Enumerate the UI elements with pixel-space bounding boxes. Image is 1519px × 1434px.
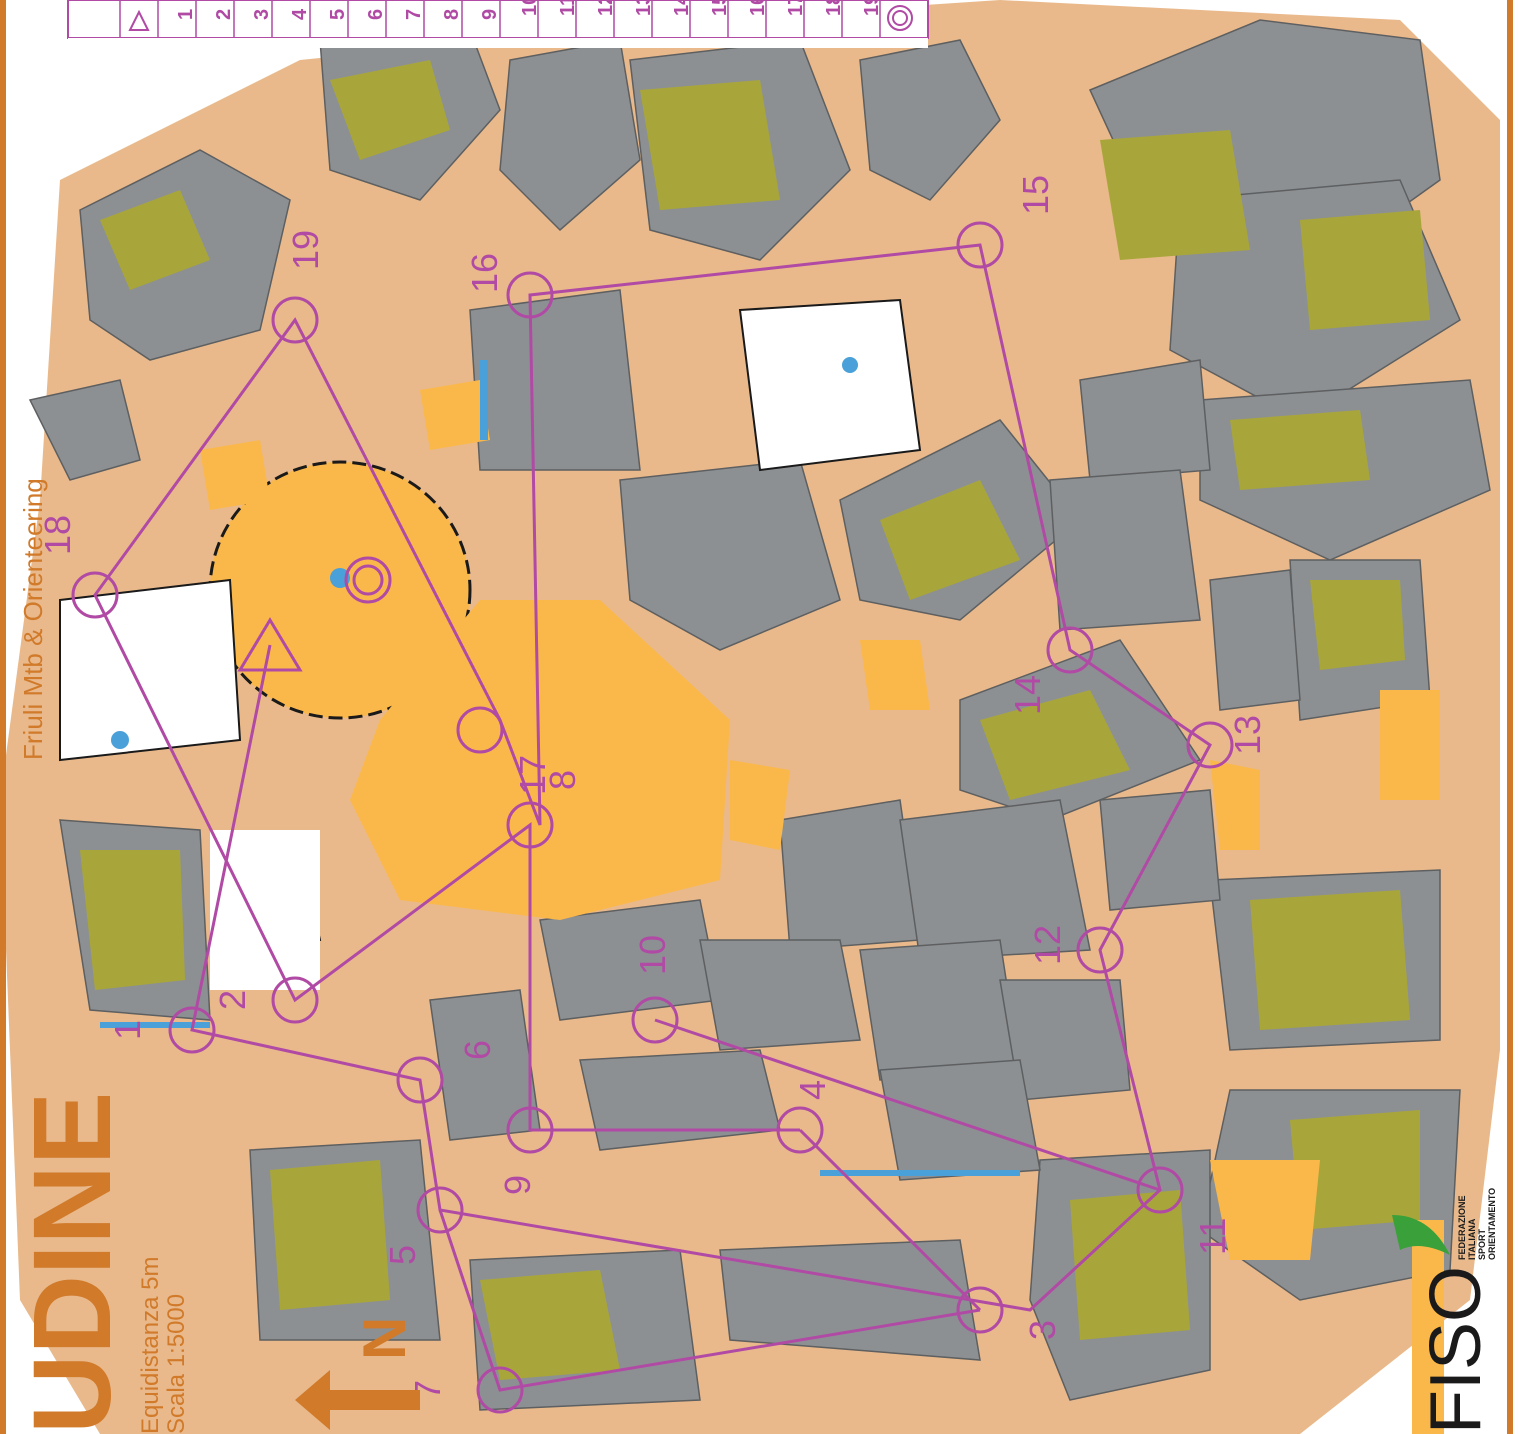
finish-inner: [352, 564, 384, 596]
table-row-11: 11: [557, 0, 579, 16]
control-label-16: 16: [464, 253, 505, 293]
control-label-9: 9: [497, 1175, 538, 1195]
table-row-17: 17: [785, 0, 807, 16]
control-1: [168, 1006, 216, 1054]
table-row-9: 9: [479, 9, 501, 20]
table-row-6: 6: [365, 9, 387, 20]
control-label-19: 19: [285, 230, 326, 270]
contour-interval: Equidistanza 5m: [137, 1257, 164, 1434]
table-finish-inner: [892, 10, 908, 26]
table-row-16: 16: [747, 0, 769, 16]
north-label: N: [351, 1317, 418, 1360]
control-label-15: 15: [1015, 175, 1056, 215]
control-7: [476, 1366, 524, 1414]
control-label-6: 6: [457, 1040, 498, 1060]
table-row-15: 15: [709, 0, 731, 16]
control-4: [776, 1106, 824, 1154]
control-18: [71, 571, 119, 619]
table-row-3: 3: [251, 9, 273, 20]
table-row-19: 19: [861, 0, 883, 16]
control-10: [631, 996, 679, 1044]
control-12: [1076, 926, 1124, 974]
control-label-1: 1: [107, 1020, 148, 1040]
map-scale: Scala 1:5000: [163, 1294, 190, 1434]
control-labels: 1 2 3 4 5 6 7 8 9 10 11 12 13 14 15 16 1…: [37, 175, 1268, 1400]
control-label-14: 14: [1007, 675, 1048, 715]
control-16: [506, 271, 554, 319]
finish-outer: [344, 556, 392, 604]
control-description-table: 1 2 3 4 5 6 7 8 9 10 11 12 13 14 15 16 1…: [67, 0, 929, 48]
map-frame-right: [1507, 0, 1513, 1434]
north-arrow-icon: [295, 1370, 420, 1430]
control-label-8: 8: [542, 770, 583, 790]
control-label-11: 11: [1192, 1218, 1233, 1255]
federation-line-1: FEDERAZIONE: [1457, 1195, 1467, 1260]
table-row-8: 8: [441, 9, 463, 20]
control-5: [416, 1186, 464, 1234]
fiso-logo: FISO FEDERAZIONE ITALIANA SPORT ORIENTAM…: [1392, 1188, 1497, 1434]
control-circles: [71, 221, 1234, 1414]
map-title: UDINE: [11, 1092, 134, 1434]
table-row-13: 13: [633, 0, 655, 16]
control-14: [1046, 626, 1094, 674]
control-label-4: 4: [792, 1080, 833, 1100]
table-row-2: 2: [213, 9, 235, 20]
private-gardens: [80, 60, 1430, 1380]
control-label-17: 17: [512, 755, 553, 795]
control-9: [506, 1106, 554, 1154]
control-3: [956, 1286, 1004, 1334]
table-row-12: 12: [595, 0, 617, 16]
control-label-10: 10: [632, 935, 673, 975]
table-row-10: 10: [519, 0, 541, 16]
control-label-2: 2: [212, 990, 253, 1010]
control-19: [271, 296, 319, 344]
control-11: [1136, 1166, 1184, 1214]
white-areas: [59, 298, 922, 990]
control-label-13: 13: [1227, 715, 1268, 755]
table-start-triangle: [128, 9, 150, 31]
logo-text: FISO: [1416, 1266, 1496, 1434]
control-label-12: 12: [1027, 925, 1068, 965]
control-label-3: 3: [1022, 1320, 1063, 1340]
control-label-5: 5: [382, 1245, 423, 1265]
table-row-4: 4: [289, 8, 311, 20]
fiso-swoosh-icon: [1392, 1215, 1450, 1255]
north-arrow: N: [295, 1317, 420, 1430]
federation-line-4: ORIENTAMENTO: [1487, 1188, 1497, 1260]
federation-line-2: ITALIANA: [1467, 1218, 1477, 1260]
map-frame-left: [0, 0, 6, 1434]
control-2: [271, 976, 319, 1024]
control-17: [456, 706, 504, 754]
course-lines: [93, 243, 1212, 1392]
table-row-18: 18: [823, 0, 845, 16]
club-name: Friuli Mtb & Orienteering: [18, 478, 48, 760]
control-6: [396, 1056, 444, 1104]
table-row-1: 1: [175, 9, 197, 20]
table-finish-outer: [887, 5, 913, 31]
table-row-7: 7: [403, 9, 425, 20]
start-triangle: [237, 617, 303, 672]
control-label-18: 18: [37, 515, 78, 555]
control-8: [506, 801, 554, 849]
federation-line-3: SPORT: [1477, 1228, 1487, 1260]
table-row-14: 14: [671, 0, 693, 16]
table-row-5: 5: [327, 9, 349, 20]
control-15: [956, 221, 1004, 269]
control-13: [1186, 721, 1234, 769]
